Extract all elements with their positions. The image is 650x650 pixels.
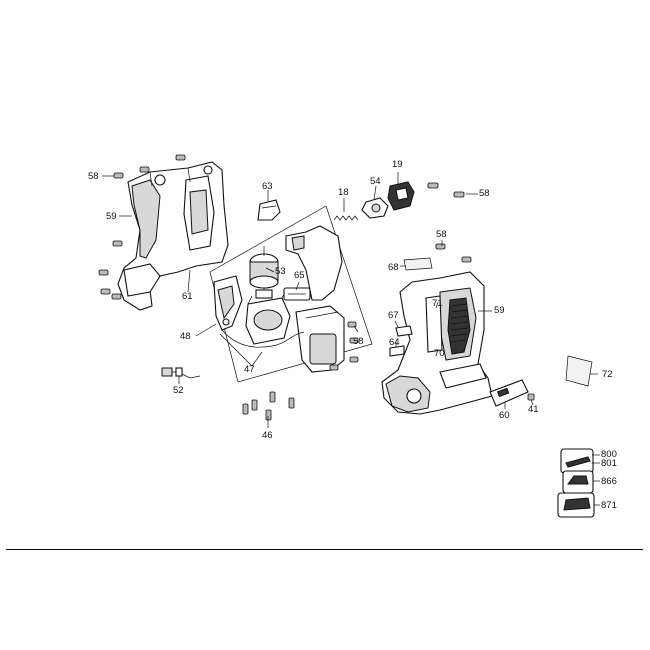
callout-63: 63 [262, 181, 273, 192]
screw-41-part [527, 393, 535, 401]
callout-58: 58 [353, 336, 364, 347]
leader-lines [102, 172, 600, 506]
right-housing-part [381, 271, 493, 415]
callout-48: 48 [180, 331, 191, 342]
callout-71: 71 [432, 298, 443, 309]
brush-holder-part [257, 199, 281, 221]
callout-47: 47 [244, 364, 255, 375]
callout-54: 54 [370, 176, 381, 187]
callout-72: 72 [602, 369, 613, 380]
screw-group-46 [242, 391, 295, 421]
callout-19: 19 [392, 159, 403, 170]
callout-800: 800 [601, 449, 617, 460]
electronics-part [283, 287, 311, 301]
armature-part [249, 246, 279, 299]
accessory-box-800 [560, 448, 594, 474]
callout-59: 59 [106, 211, 117, 222]
callout-18: 18 [338, 187, 349, 198]
wiring-harness-part [221, 329, 305, 348]
callout-41: 41 [528, 404, 539, 415]
callout-58: 58 [436, 229, 447, 240]
screw-group-left [98, 154, 186, 300]
stator-part [245, 289, 291, 345]
clip-part [389, 345, 405, 357]
callout-871: 871 [601, 500, 617, 511]
selector-knob-part [387, 181, 415, 211]
assembly-frame [209, 205, 373, 383]
callout-64: 64 [389, 337, 400, 348]
belt-clip-part [489, 379, 529, 407]
callout-58: 58 [88, 171, 99, 182]
callout-801: 801 [601, 458, 617, 469]
manual-sheet-part [565, 355, 593, 387]
callout-53: 53 [275, 266, 286, 277]
callout-58: 58 [479, 188, 490, 199]
gear-housing-part [285, 225, 345, 373]
callout-65: 65 [294, 270, 305, 281]
switch-button-part [361, 197, 389, 219]
callout-70: 70 [434, 348, 445, 359]
callout-52: 52 [173, 385, 184, 396]
spring-part [333, 215, 359, 221]
callout-866: 866 [601, 476, 617, 487]
left-housing-part [117, 161, 229, 311]
warning-label-part [403, 257, 433, 271]
callout-46: 46 [262, 430, 273, 441]
callout-67: 67 [388, 310, 399, 321]
charger-box-866 [562, 470, 594, 494]
motor-bracket-part [213, 275, 243, 331]
cable-part [161, 367, 201, 379]
callout-60: 60 [499, 410, 510, 421]
screw-group-right [329, 182, 472, 371]
callout-68: 68 [388, 262, 399, 273]
callout-59: 59 [494, 305, 505, 316]
callout-61: 61 [182, 291, 193, 302]
page-divider [6, 549, 643, 550]
latch-part [395, 325, 413, 337]
battery-box-871 [557, 492, 595, 518]
